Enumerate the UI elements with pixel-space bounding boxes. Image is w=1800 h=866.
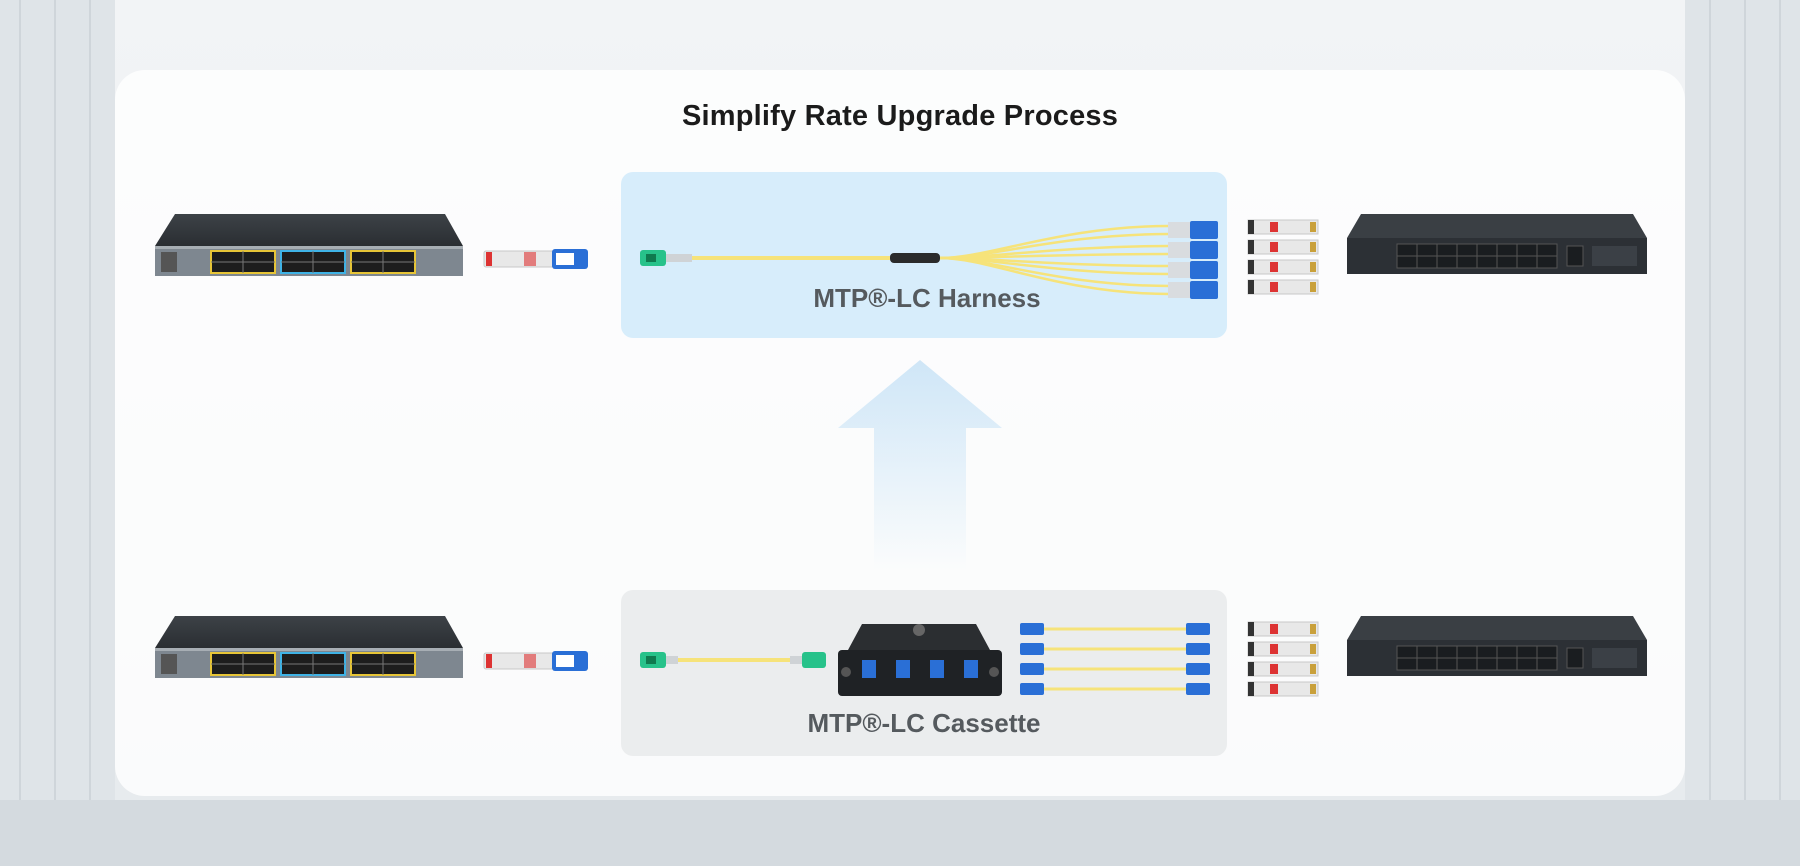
mtp-lc-harness-icon [640,221,1218,299]
leaf-switch-icon [1347,616,1647,676]
diagram-title: Simplify Rate Upgrade Process [681,100,1119,132]
upgrade-arrow-icon [838,360,1002,570]
mtp-lc-cassette-icon [640,623,1210,696]
spine-switch-icon [155,214,463,276]
leaf-switch-icon [1347,214,1647,274]
qsfp-transceiver-icon [483,651,588,671]
cassette-label: MTP®-LC Cassette [807,708,1041,738]
harness-label: MTP®-LC Harness [813,283,1041,313]
spine-switch-icon [155,616,463,678]
sfp-transceiver-icon [1247,621,1319,697]
qsfp-transceiver-icon [483,249,588,269]
sfp-transceiver-icon [1247,219,1319,295]
